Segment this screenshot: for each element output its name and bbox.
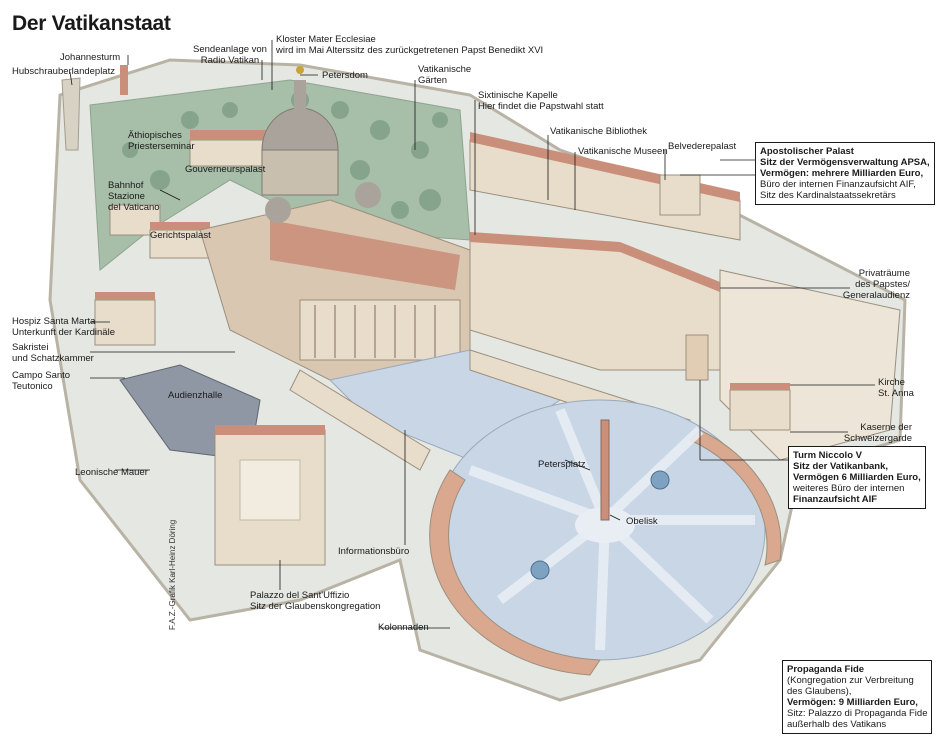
box-line: Sitz der Vermögensverwaltung APSA, xyxy=(760,157,930,168)
label-belvedere: Belvederepalast xyxy=(668,141,737,152)
box-title: Apostolischer Palast xyxy=(760,146,854,157)
label-sendeanlage: Sendeanlage von Radio Vatikan xyxy=(193,44,267,66)
leader-lines xyxy=(69,40,875,629)
label-sant-uffizio: Palazzo del Sant'Uffizio Sitz der Glaube… xyxy=(250,590,381,612)
facade-columns xyxy=(314,305,436,358)
facade xyxy=(299,299,461,361)
label-informationsbuero: Informationsbüro xyxy=(338,546,410,557)
box-line: Sitz des Kardinalstaatssekretärs xyxy=(760,190,896,201)
label-petersdom: Petersdom xyxy=(322,70,368,81)
santa-marta xyxy=(94,299,156,346)
kaserne xyxy=(729,389,791,431)
box-title: Turm Niccolo V xyxy=(793,450,862,461)
kolonnade-curve xyxy=(429,469,601,676)
label-audienzhalle: Audienzhalle xyxy=(168,390,223,401)
label-hospiz: Hospiz Santa Marta Unterkunft der Kardin… xyxy=(12,316,115,338)
belvedere xyxy=(659,174,701,216)
obelisk xyxy=(600,419,610,521)
info-box-apostolischer-palast: Apostolischer Palast Sitz der Vermögensv… xyxy=(755,142,935,205)
box-line: Vermögen 6 Milliarden Euro, xyxy=(793,472,921,483)
fountain-left xyxy=(530,560,550,580)
label-sakristei: Sakristei und Schatzkammer xyxy=(12,342,94,364)
gerichtspalast xyxy=(149,229,211,259)
box-line: Vermögen: 9 Milliarden Euro, xyxy=(787,697,918,708)
helipad xyxy=(61,77,81,151)
box-line: Vermögen: mehrere Milliarden Euro, xyxy=(760,168,924,179)
label-museen: Vatikanische Museen xyxy=(578,146,668,157)
label-kirche-st-anna: Kirche St. Anna xyxy=(878,377,914,399)
label-aethiopisches-seminar: Äthiopisches Priesterseminar xyxy=(128,130,195,152)
label-hubschrauberlandeplatz: Hubschrauberlandeplatz xyxy=(12,66,115,77)
label-bahnhof: Bahnhof Stazione del Vaticano xyxy=(108,180,160,213)
label-gerichtspalast: Gerichtspalast xyxy=(150,230,211,241)
box-title: Propaganda Fide xyxy=(787,664,865,675)
label-petersplatz: Petersplatz xyxy=(538,459,586,470)
label-sixtinische-kapelle: Sixtinische Kapelle Hier findet die Paps… xyxy=(478,90,604,112)
box-line: Büro der internen Finanzaufsicht AIF, xyxy=(760,179,916,190)
label-obelisk: Obelisk xyxy=(626,516,658,527)
fountain-right xyxy=(650,470,670,490)
small-dome-2 xyxy=(355,182,381,208)
label-kolonnaden: Kolonnaden xyxy=(378,622,429,633)
map-title: Der Vatikanstaat xyxy=(12,12,171,35)
info-box-propaganda-fide: Propaganda Fide (Kongregation zur Verbre… xyxy=(782,660,933,734)
box-line: weiteres Büro der internen xyxy=(793,483,905,494)
turm-niccolo xyxy=(685,334,709,381)
small-dome-1 xyxy=(265,197,291,223)
box-line: des Glaubens), xyxy=(787,686,852,697)
label-johannesturm: Johannesturm xyxy=(60,52,121,63)
johannesturm xyxy=(120,65,128,95)
box-line: außerhalb des Vatikans xyxy=(787,719,887,730)
label-gaerten: Vatikanische Gärten xyxy=(418,64,472,86)
label-privatraeume: Privaträume des Papstes/ Generalaudienz xyxy=(842,268,910,301)
box-line: (Kongregation zur Verbreitung xyxy=(787,675,914,686)
label-campo-santo: Campo Santo Teutonico xyxy=(12,370,71,392)
label-gouverneurspalast: Gouverneurspalast xyxy=(185,164,266,175)
label-kaserne: Kaserne der Schweizergarde xyxy=(843,422,912,444)
label-leonische-mauer: Leonische Mauer xyxy=(75,467,148,478)
info-box-turm-niccolo: Turm Niccolo V Sitz der Vatikanbank, Ver… xyxy=(788,446,926,509)
colonnade-left xyxy=(289,369,431,471)
box-line: Sitz: Palazzo di Propaganda Fide xyxy=(787,708,928,719)
gouverneurspalast xyxy=(189,139,271,167)
box-line: Sitz der Vatikanbank, xyxy=(793,461,889,472)
box-line: Finanzaufsicht AIF xyxy=(793,494,878,505)
graphic-credit: F.A.Z.-Grafik Karl-Heinz Döring xyxy=(168,519,177,630)
label-kloster: Kloster Mater Ecclesiae wird im Mai Alte… xyxy=(276,34,544,56)
label-bibliothek: Vatikanische Bibliothek xyxy=(550,126,647,137)
